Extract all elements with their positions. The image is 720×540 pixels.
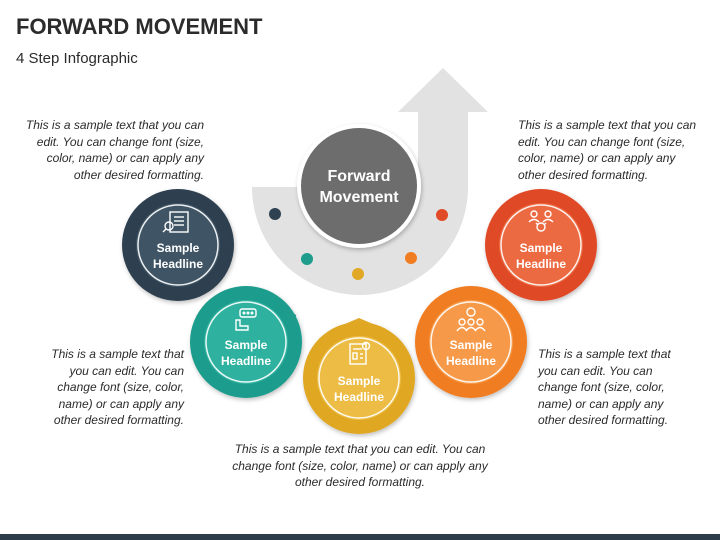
description-top-left: This is a sample text that you can edit.… bbox=[25, 118, 204, 182]
step-3-headline-line1: Sample bbox=[338, 374, 381, 388]
u-arrow bbox=[252, 68, 488, 295]
center-title-line2: Movement bbox=[319, 189, 399, 206]
step-5: Sample Headline bbox=[485, 189, 597, 301]
step-5-headline-line2: Headline bbox=[516, 257, 566, 271]
step-1-headline-line2: Headline bbox=[153, 257, 203, 271]
step-3: Sample Headline bbox=[303, 318, 415, 434]
step-2: Sample Headline bbox=[190, 286, 302, 398]
center-title-line1: Forward bbox=[327, 168, 390, 185]
step-5-headline-line1: Sample bbox=[520, 241, 563, 255]
description-mid-left: This is a sample text that you can edit.… bbox=[51, 347, 184, 427]
step-2-headline-line2: Headline bbox=[221, 354, 271, 368]
description-top-right: This is a sample text that you can edit.… bbox=[518, 118, 697, 182]
step-4-headline-line2: Headline bbox=[446, 354, 496, 368]
hand-chat-icon bbox=[235, 308, 257, 331]
bottom-bar bbox=[0, 534, 720, 540]
step-4-headline-line1: Sample bbox=[450, 338, 493, 352]
dot-4 bbox=[405, 252, 417, 264]
description-bottom: This is a sample text that you can edit.… bbox=[232, 442, 488, 489]
step-1: Sample Headline bbox=[122, 189, 234, 301]
team-gear-icon bbox=[456, 307, 486, 332]
step-1-headline-line1: Sample bbox=[157, 241, 200, 255]
description-mid-right: This is a sample text that you can edit.… bbox=[538, 347, 671, 427]
report-icon bbox=[349, 341, 371, 365]
document-search-icon bbox=[162, 211, 189, 233]
page-subtitle: 4 Step Infographic bbox=[16, 50, 138, 67]
dot-5 bbox=[436, 209, 448, 221]
people-network-icon bbox=[528, 210, 554, 232]
dot-3 bbox=[352, 268, 364, 280]
step-3-headline-line2: Headline bbox=[334, 390, 384, 404]
dot-2 bbox=[301, 253, 313, 265]
page-title: FORWARD MOVEMENT bbox=[16, 14, 263, 39]
step-4: Sample Headline bbox=[415, 286, 527, 398]
dot-1 bbox=[269, 208, 281, 220]
step-2-headline-line1: Sample bbox=[225, 338, 268, 352]
center-circle: Forward Movement bbox=[297, 124, 421, 248]
